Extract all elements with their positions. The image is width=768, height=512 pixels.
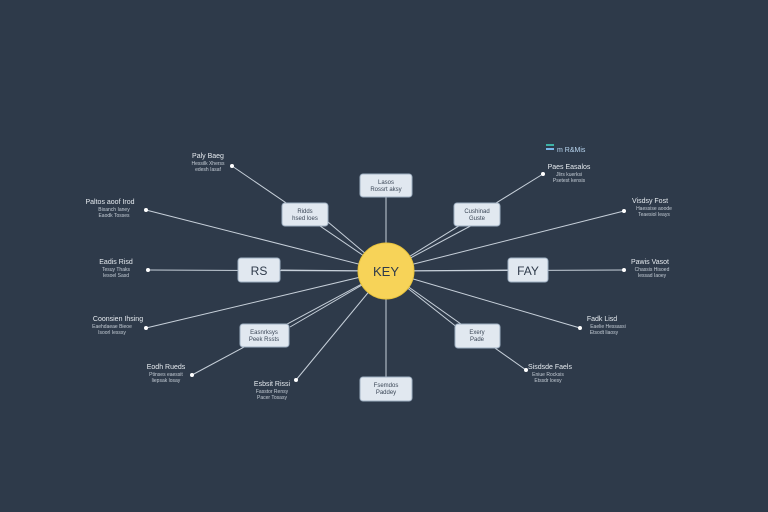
box-bottom-line-2: Paddey bbox=[376, 390, 396, 396]
label-ene-title: Visdsy Fost bbox=[632, 198, 668, 205]
label-wsw-line-1: Eaehdaeae Bieoe bbox=[92, 324, 132, 330]
label-ese-title: Fadk Lisd bbox=[587, 316, 617, 323]
dot-sw bbox=[190, 373, 194, 377]
box-left-label: RS bbox=[251, 264, 268, 278]
label-se: Sisdsde Faels Eniue Rocksis Etssdr loesy bbox=[528, 364, 572, 384]
dot-ssw bbox=[294, 378, 298, 382]
connector-wsw bbox=[145, 270, 387, 329]
dot-ene bbox=[622, 209, 626, 213]
label-ene-line-1: Haessise aoode bbox=[636, 206, 672, 212]
label-nw-line-1: Hessilk Xherss bbox=[191, 161, 225, 167]
box-upper-right[interactable]: Cushinad Guste bbox=[453, 202, 501, 227]
dot-se bbox=[524, 368, 528, 372]
label-ssw: Esbsit Rissi Fasstor Rensy Pacer Tosasy bbox=[254, 381, 291, 401]
label-w-title: Eadis Risd bbox=[99, 259, 133, 266]
connector-se bbox=[385, 270, 527, 371]
label-wnw-line-1: Bixanch Ianey bbox=[98, 207, 130, 213]
corner-title: m R&Mis bbox=[557, 147, 586, 154]
label-ese-line-1: Eaelie Hessassi bbox=[590, 324, 626, 330]
box-bottom-line-1: Fsemdos bbox=[374, 383, 399, 389]
connector-wnw bbox=[145, 209, 387, 272]
connector-ese bbox=[385, 270, 581, 329]
dot-ne bbox=[541, 172, 545, 176]
box-top-line-2: Rossrt aksy bbox=[370, 187, 401, 193]
box-upper-right-line-1: Cushinad bbox=[464, 209, 489, 215]
label-ne-line-1: Jlirs kuerksi bbox=[556, 172, 582, 178]
box-right[interactable]: FAY bbox=[507, 257, 549, 283]
label-ese-line-2: Etsodt liaosy bbox=[590, 330, 619, 336]
box-lower-left-line-1: Easnrksys bbox=[250, 330, 278, 336]
corner-accent-icon-2 bbox=[546, 148, 554, 150]
label-se-title: Sisdsde Faels bbox=[528, 364, 572, 371]
label-ssw-title: Esbsit Rissi bbox=[254, 381, 291, 388]
center-node[interactable]: KEY bbox=[357, 242, 415, 300]
label-wsw: Coonsien Ihsing Eaehdaeae Bieoe Isoorl I… bbox=[92, 316, 143, 336]
box-top[interactable]: Lasos Rossrt aksy bbox=[359, 173, 413, 198]
box-lower-left[interactable]: Easnrksys Peek Rssts bbox=[239, 323, 290, 348]
dot-nw bbox=[230, 164, 234, 168]
label-wnw-line-2: Eaodk Tosses bbox=[98, 213, 130, 219]
box-lower-right-line-2: Pade bbox=[470, 337, 485, 343]
label-ese: Fadk Lisd Eaelie Hessassi Etsodt liaosy bbox=[587, 316, 626, 336]
label-e-line-1: Chassis Hisoed bbox=[635, 267, 670, 273]
label-wnw: Paltos aoof Irod Bixanch Ianey Eaodk Tos… bbox=[85, 199, 134, 219]
label-nw-line-2: edesh Iasaf bbox=[195, 167, 221, 173]
label-se-line-2: Etssdr loesy bbox=[534, 378, 562, 384]
label-ene: Visdsy Fost Haessise aoode Teaesiol Ieay… bbox=[632, 198, 672, 218]
label-ene-line-2: Teaesiol Ieays bbox=[638, 212, 670, 218]
label-nw-title: Paly Baeg bbox=[192, 153, 224, 160]
label-sw-title: Eodh Rueds bbox=[147, 364, 186, 371]
label-e-line-2: Iessad Iaoey bbox=[638, 273, 667, 279]
label-e: Pawis Vasot Chassis Hisoed Iessad Iaoey bbox=[631, 259, 670, 279]
dot-wnw bbox=[144, 208, 148, 212]
center-label: KEY bbox=[373, 264, 399, 279]
dot-wsw bbox=[144, 326, 148, 330]
dot-ese bbox=[578, 326, 582, 330]
label-ssw-line-1: Fasstor Rensy bbox=[256, 389, 289, 395]
box-lower-right[interactable]: Exery Pade bbox=[454, 323, 501, 349]
label-sw: Eodh Rueds Ptinses eaessit liepsak losay bbox=[147, 364, 186, 384]
label-wnw-title: Paltos aoof Irod bbox=[85, 199, 134, 206]
label-sw-line-2: liepsak losay bbox=[152, 378, 181, 384]
connector-e bbox=[385, 269, 625, 272]
box-lower-right-line-1: Exery bbox=[469, 330, 484, 336]
label-wsw-title: Coonsien Ihsing bbox=[93, 316, 143, 323]
label-sw-line-1: Ptinses eaessit bbox=[149, 372, 183, 378]
label-w: Eadis Risd Tesuy Thaks Iesoel Sasd bbox=[99, 259, 133, 279]
box-bottom[interactable]: Fsemdos Paddey bbox=[359, 376, 413, 402]
box-lower-left-line-2: Peek Rssts bbox=[249, 337, 279, 343]
box-upper-left-line-2: hsed loes bbox=[292, 216, 318, 222]
label-w-line-1: Tesuy Thaks bbox=[102, 267, 130, 273]
endpoint-dots bbox=[144, 164, 626, 382]
label-ne-line-2: Psetest kensis bbox=[553, 178, 586, 184]
label-wsw-line-2: Isoorl Iesssy bbox=[98, 330, 126, 336]
connector-ene bbox=[385, 210, 625, 272]
dot-e bbox=[622, 268, 626, 272]
box-top-line-1: Lasos bbox=[378, 180, 394, 186]
label-ssw-line-2: Pacer Tosasy bbox=[257, 395, 287, 401]
box-upper-left-line-1: Ridds bbox=[297, 209, 312, 215]
box-right-label: FAY bbox=[517, 264, 539, 278]
label-se-line-1: Eniue Rocksis bbox=[532, 372, 564, 378]
dot-w bbox=[146, 268, 150, 272]
label-e-title: Pawis Vasot bbox=[631, 259, 669, 266]
label-nw: Paly Baeg Hessilk Xherss edesh Iasaf bbox=[191, 153, 225, 173]
corner-accent-icon bbox=[546, 144, 554, 146]
connector-sw bbox=[191, 270, 387, 376]
box-upper-left[interactable]: Ridds hsed loes bbox=[281, 202, 329, 227]
box-upper-right-line-2: Guste bbox=[469, 216, 486, 222]
label-w-line-2: Iesoel Sasd bbox=[103, 273, 129, 279]
label-ne: Paes Easalos Jlirs kuerksi Psetest kensi… bbox=[548, 164, 591, 184]
corner-title-group: m R&Mis bbox=[546, 144, 586, 154]
box-left[interactable]: RS bbox=[237, 257, 281, 283]
label-ne-title: Paes Easalos bbox=[548, 164, 591, 171]
